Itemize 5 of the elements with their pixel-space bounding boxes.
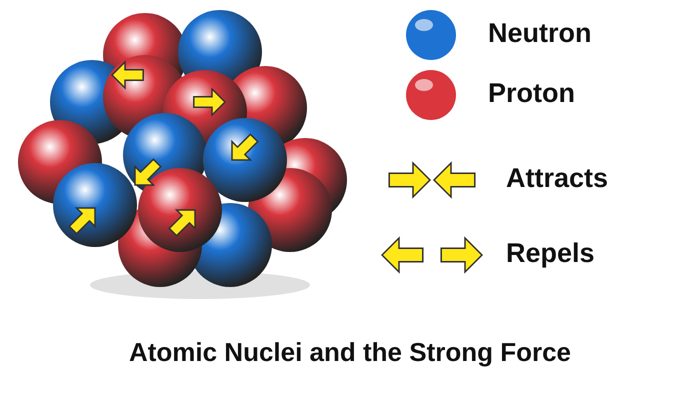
legend-label: Neutron (488, 18, 592, 49)
legend-label: Proton (488, 78, 575, 109)
legend-label: Attracts (506, 163, 608, 194)
legend-label: Repels (506, 238, 595, 269)
title: Atomic Nuclei and the Strong Force (128, 337, 572, 368)
